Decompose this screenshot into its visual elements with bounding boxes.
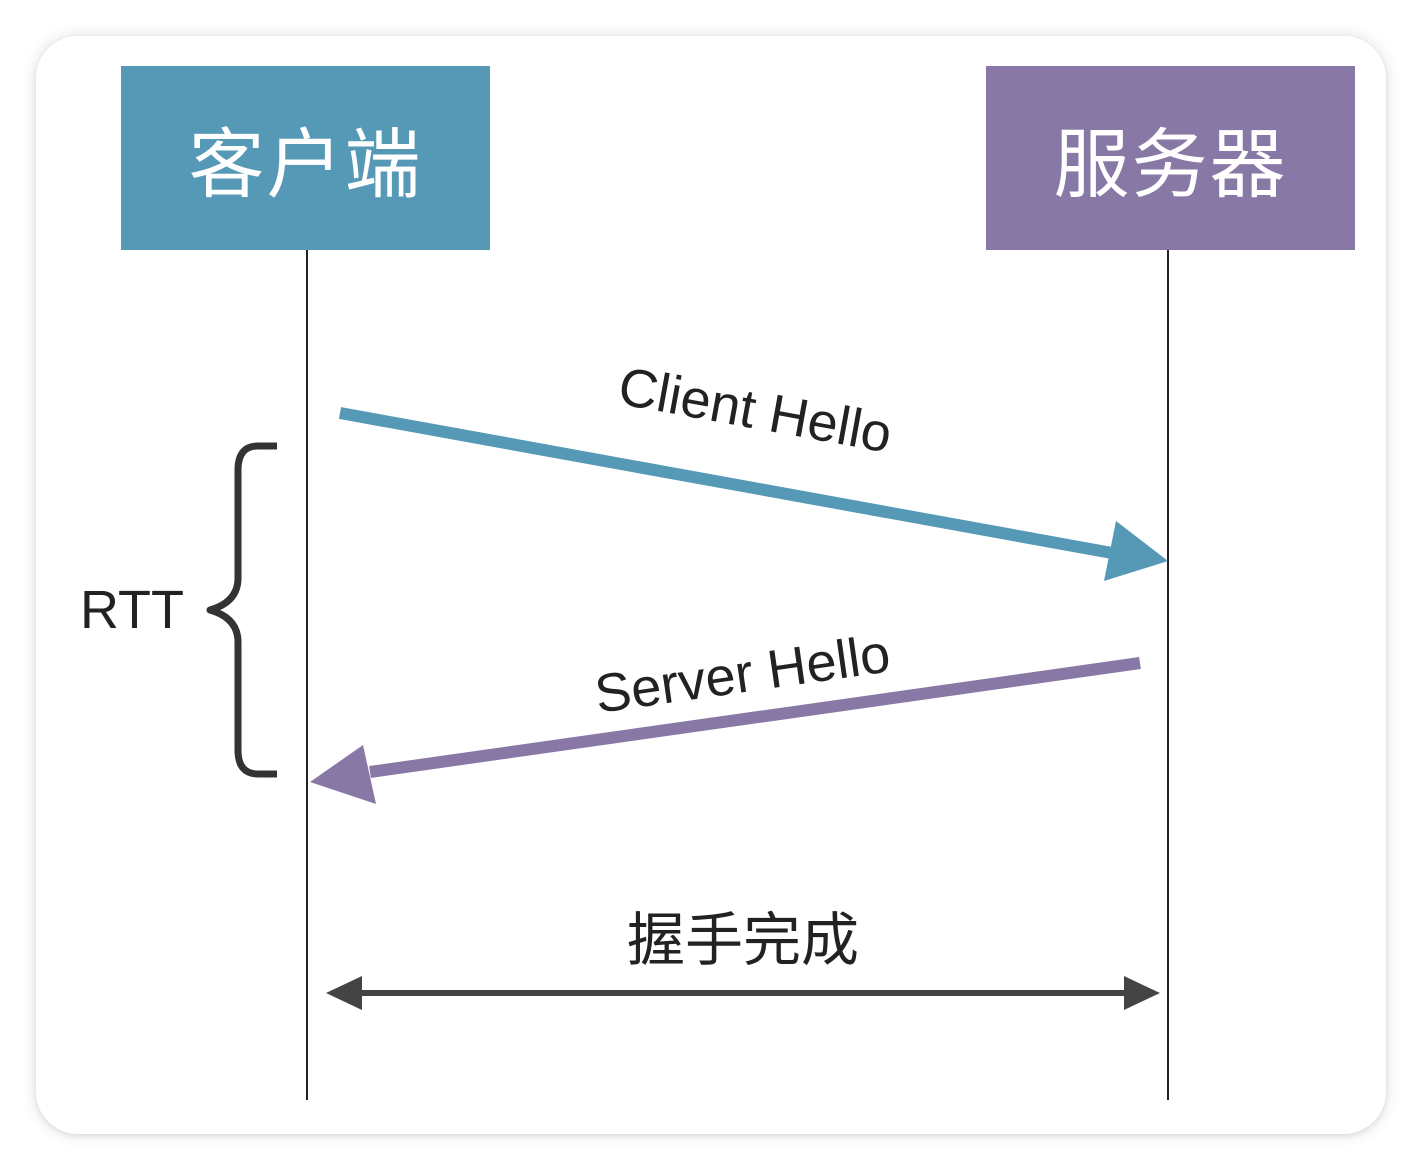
rtt-brace: [206, 442, 277, 778]
server-label: 服务器: [1053, 120, 1288, 209]
handshake-double-arrow: [326, 976, 1160, 1010]
server-hello-arrow: [310, 657, 1141, 804]
server-participant-box: 服务器: [986, 66, 1355, 250]
client-label: 客户端: [188, 120, 423, 209]
rtt-label: RTT: [80, 580, 184, 640]
client-participant-box: 客户端: [121, 66, 490, 250]
client-hello-arrow: [338, 407, 1168, 581]
handshake-label: 握手完成: [627, 908, 859, 973]
client-hello-label: Client Hello: [614, 356, 896, 464]
